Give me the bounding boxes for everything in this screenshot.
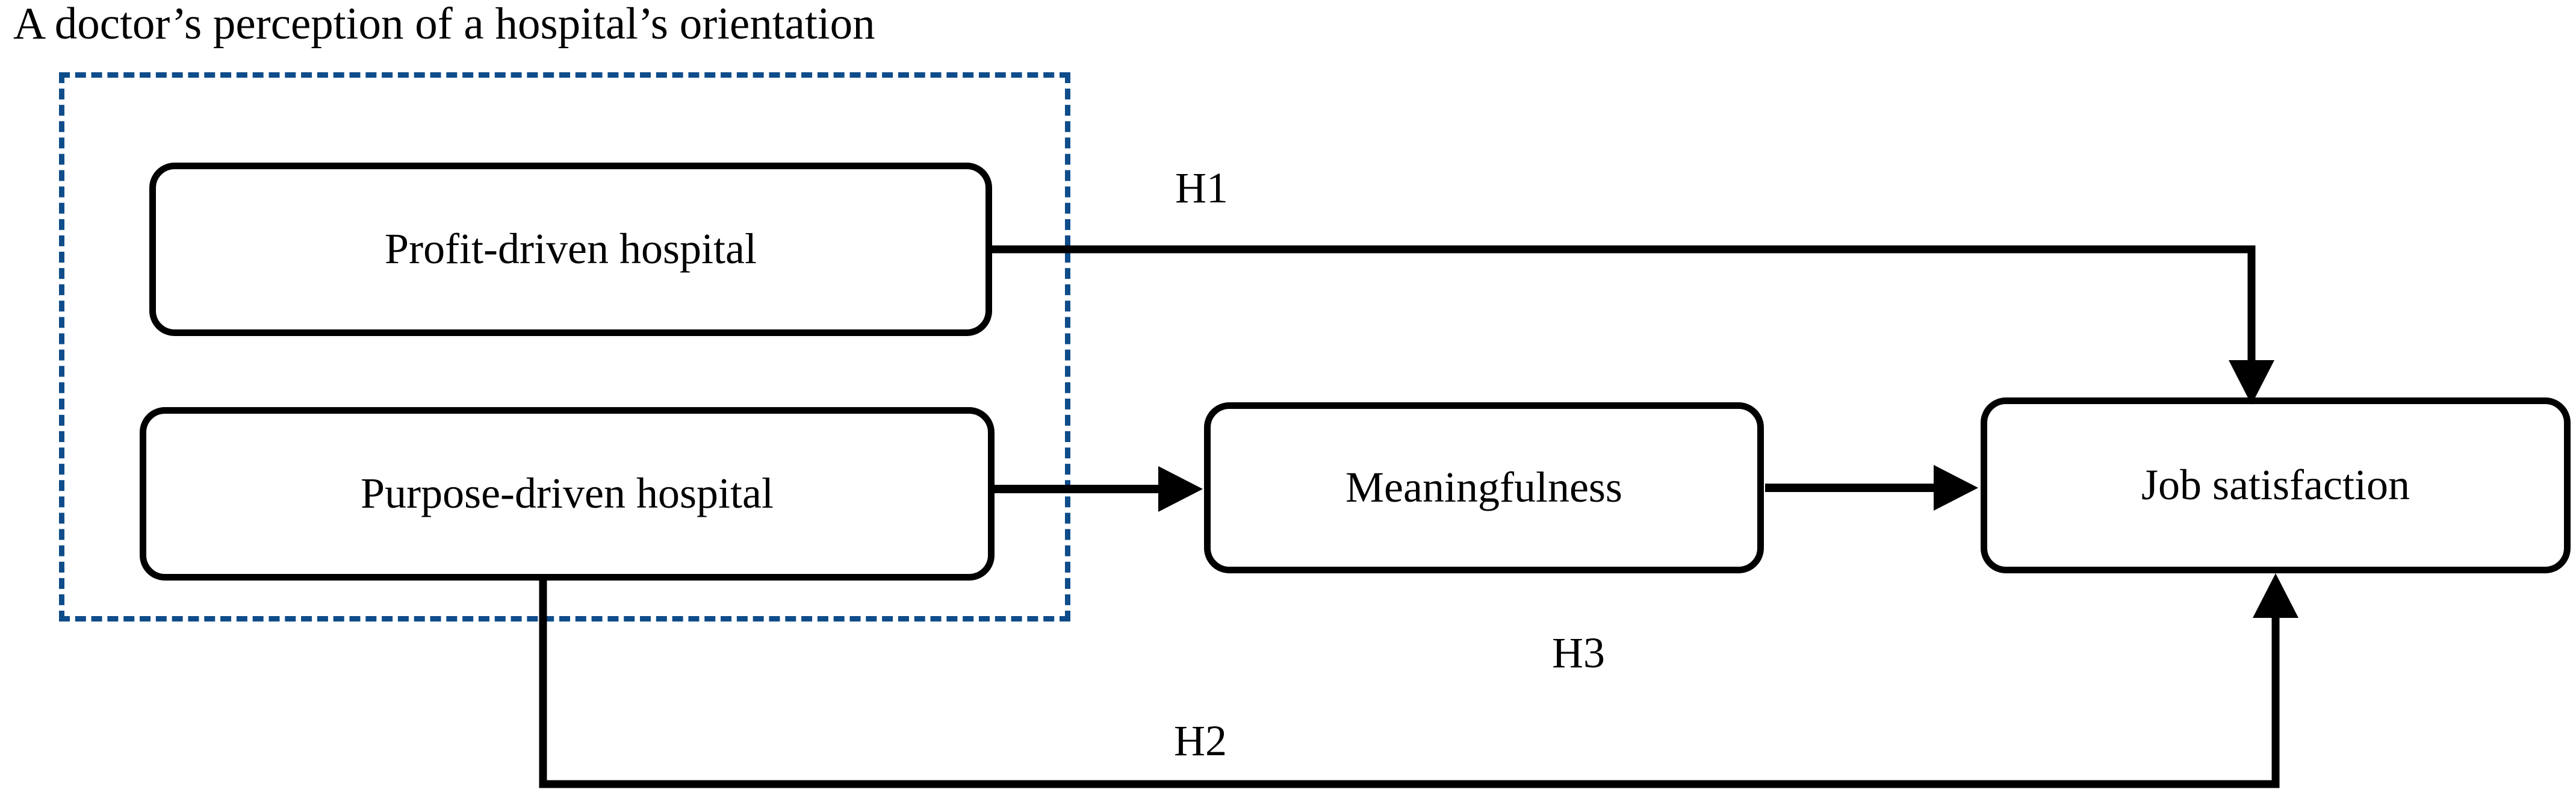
hypothesis-label-h3: H3 bbox=[1552, 629, 1605, 677]
node-purpose-driven-hospital[interactable]: Purpose-driven hospital bbox=[140, 407, 995, 581]
node-label: Job satisfaction bbox=[2141, 461, 2410, 509]
hypothesis-label-h2: H2 bbox=[1174, 717, 1227, 765]
node-meaningfulness[interactable]: Meaningfulness bbox=[1204, 402, 1764, 573]
node-job-satisfaction[interactable]: Job satisfaction bbox=[1981, 397, 2571, 573]
node-profit-driven-hospital[interactable]: Profit-driven hospital bbox=[149, 163, 992, 336]
node-label: Purpose-driven hospital bbox=[361, 469, 774, 518]
node-label: Meaningfulness bbox=[1345, 463, 1622, 512]
node-label: Profit-driven hospital bbox=[385, 225, 757, 273]
hypothesis-label-h1: H1 bbox=[1175, 164, 1228, 212]
edge-h3-meaningfulness-to-job-satisfaction bbox=[1765, 465, 1978, 511]
grouping-box-caption: A doctor’s perception of a hospital’s or… bbox=[13, 0, 875, 49]
edge-h1-profit-to-job-satisfaction bbox=[992, 245, 2274, 405]
